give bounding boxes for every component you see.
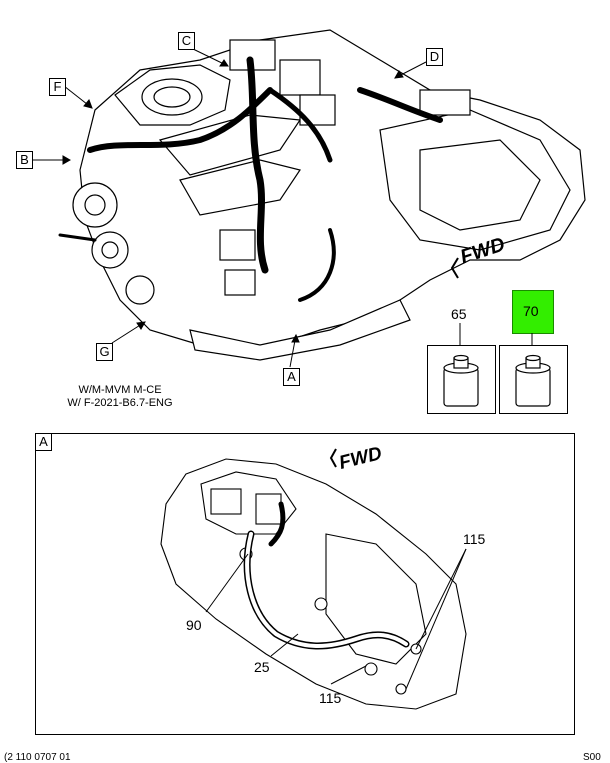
part-70-number-highlight [512, 290, 554, 334]
callout-c: C [178, 32, 195, 50]
part-70-number: 70 [523, 303, 539, 319]
callout-g: G [96, 343, 113, 361]
detail-label-a: A [35, 433, 52, 451]
engine-illustration [33, 29, 586, 368]
callout-b: B [16, 151, 33, 169]
part-65-box[interactable] [427, 345, 496, 414]
engine-note: W/M-MVM M-CE W/ F-2021-B6.7-ENG [50, 384, 190, 410]
parts-leaders [459, 323, 533, 346]
callout-f: F [49, 78, 66, 96]
detail-view-a: A FWD [35, 433, 575, 735]
callout-115-bottom: 115 [319, 690, 342, 706]
callout-115-top: 115 [463, 531, 486, 547]
part-65-number: 65 [451, 306, 467, 322]
engine-note-line2: W/ F-2021-B6.7-ENG [67, 397, 173, 409]
detail-illustration [160, 448, 467, 710]
engine-note-line1: W/M-MVM M-CE [78, 384, 162, 396]
callout-25: 25 [254, 659, 270, 675]
callout-a: A [283, 368, 300, 386]
can-70-icon [515, 354, 551, 407]
footer-left-text: (2 110 0707 01 [4, 752, 71, 763]
footer-right-text: S00 [583, 752, 601, 763]
part-70-box[interactable] [499, 345, 568, 414]
callout-d: D [426, 48, 443, 66]
callout-90: 90 [186, 617, 202, 633]
can-65-icon [443, 354, 479, 407]
